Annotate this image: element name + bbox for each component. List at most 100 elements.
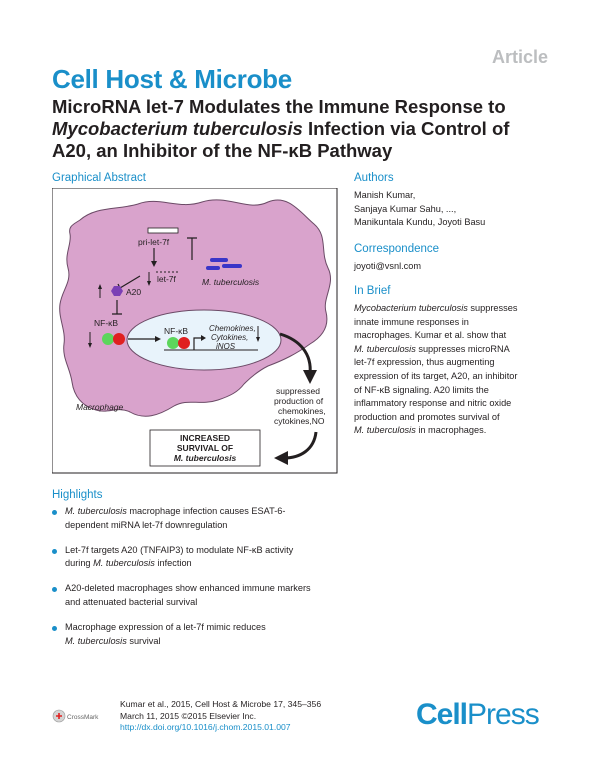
bullet-icon — [52, 587, 57, 593]
nfkb-nuc-green — [167, 337, 179, 349]
crossmark-logo[interactable]: CrossMark — [52, 709, 108, 723]
survival-line-2: SURVIVAL OF — [177, 443, 233, 453]
highlight-text: and attenuated bacterial survival — [65, 596, 198, 607]
article-type-tag: Article — [491, 47, 548, 67]
highlights-heading: Highlights — [52, 489, 103, 501]
title-line-2-rest: Infection via Control of — [302, 118, 510, 139]
correspondence-heading: Correspondence — [354, 243, 440, 255]
inos-label: iNOS — [216, 342, 236, 351]
brief-text: of NF-κB signaling. A20 limits the — [354, 384, 489, 395]
brief-text: in macrophages. — [415, 425, 487, 436]
mtb-bacillus-2 — [222, 264, 242, 268]
highlight-text: Macrophage expression of a let-7f mimic … — [65, 622, 266, 633]
brief-text: production and promotes survival of — [354, 411, 500, 422]
bullet-icon — [52, 548, 57, 554]
brief-text: suppresses microRNA — [415, 343, 510, 354]
highlight-item: Let-7f targets A20 (TNFAIP3) to modulate… — [52, 544, 342, 571]
highlight-species: M. tuberculosis — [65, 635, 127, 646]
article-title: MicroRNA let-7 Modulates the Immune Resp… — [52, 96, 572, 162]
nucleus — [126, 309, 282, 371]
a20-label: A20 — [126, 287, 141, 297]
survival-line-1: INCREASED — [180, 433, 230, 443]
brief-species: Mycobacterium tuberculosis — [354, 303, 468, 313]
mtb-label: M. tuberculosis — [202, 277, 260, 287]
title-line-3: A20, an Inhibitor of the NF-κB Pathway — [52, 140, 393, 161]
inhibition-a20-to-nfkb — [112, 300, 122, 315]
nfkb-cyto-label: NF-κB — [94, 318, 118, 328]
in-brief-line: of NF-κB signaling. A20 limits the — [354, 384, 566, 398]
in-brief-line: Mycobacterium tuberculosis suppresses — [354, 302, 566, 316]
title-species: Mycobacterium tuberculosis — [52, 118, 303, 139]
chemokines-label: Chemokines, — [209, 324, 256, 333]
brief-species: M. tuberculosis — [354, 343, 416, 354]
highlight-text: A20-deleted macrophages show enhanced im… — [65, 583, 311, 594]
macrophage-label: Macrophage — [76, 402, 124, 412]
author-line-3: Manikuntala Kundu, Joyoti Basu — [354, 217, 486, 228]
in-brief-line: let-7f expression, thus augmenting — [354, 356, 566, 370]
citation-footer: Kumar et al., 2015, Cell Host & Microbe … — [120, 699, 321, 734]
cytokines-label: Cytokines, — [211, 333, 248, 342]
author-line-2: Sanjaya Kumar Sahu, ..., — [354, 203, 457, 214]
arrow-to-suppressed — [279, 332, 312, 375]
survival-box — [149, 429, 261, 467]
doi-link[interactable]: http://dx.doi.org/10.1016/j.chom.2015.01… — [120, 722, 291, 732]
brief-text: innate immune responses in — [354, 316, 469, 327]
highlight-species: M. tuberculosis — [93, 558, 155, 569]
brief-text: macrophages. Kumar et al. show that — [354, 330, 507, 341]
cellpress-press: Press — [467, 698, 540, 731]
let7f-label: let-7f — [157, 274, 177, 284]
highlight-text: during — [65, 558, 94, 569]
highlights-list: M. tuberculosis macrophage infection cau… — [52, 505, 342, 660]
suppressed-line-1: suppressed — [276, 386, 320, 396]
title-line-1: MicroRNA let-7 Modulates the Immune Resp… — [52, 96, 506, 117]
in-brief-line: M. tuberculosis in macrophages. — [354, 424, 566, 438]
in-brief-line: inflammatory response and nitric oxide — [354, 397, 566, 411]
bullet-icon — [52, 510, 57, 515]
brief-text: let-7f expression, thus augmenting — [354, 357, 495, 368]
brief-species: M. tuberculosis — [354, 425, 416, 436]
highlight-text: survival — [126, 635, 161, 646]
author-line-1: Manish Kumar, — [354, 190, 416, 200]
suppressed-line-3: chemokines, — [278, 406, 326, 416]
correspondence-email[interactable]: joyoti@vsnl.com — [354, 261, 422, 271]
brief-text: suppresses — [467, 303, 518, 313]
in-brief-line: M. tuberculosis suppresses microRNA — [354, 343, 566, 357]
highlight-item: Macrophage expression of a let-7f mimic … — [52, 621, 342, 648]
pri-let7f-label: pri-let-7f — [138, 237, 170, 247]
graphical-abstract-heading: Graphical Abstract — [52, 172, 146, 184]
in-brief-line: expression of its target, A20, an inhibi… — [354, 370, 566, 384]
inhibition-mtb-to-pri — [187, 237, 197, 260]
highlight-item: A20-deleted macrophages show enhanced im… — [52, 582, 342, 609]
highlight-text: Let-7f targets A20 (TNFAIP3) to modulate… — [65, 544, 294, 555]
in-brief-line: production and promotes survival of — [354, 411, 566, 425]
in-brief-line: innate immune responses in — [354, 316, 566, 330]
survival-line-3: M. tuberculosis — [174, 453, 237, 463]
brief-text: inflammatory response and nitric oxide — [354, 398, 512, 409]
highlight-text: dependent miRNA let-7f downregulation — [65, 519, 228, 530]
highlight-item: M. tuberculosis macrophage infection cau… — [52, 505, 342, 532]
highlight-text: macrophage infection causes ESAT-6- — [126, 506, 286, 516]
suppressed-line-4: cytokines,NO — [274, 416, 325, 426]
brief-text: expression of its target, A20, an inhibi… — [354, 370, 518, 381]
title-line-2: Mycobacterium tuberculosis Infection via… — [52, 118, 572, 140]
highlight-species: M. tuberculosis — [65, 506, 127, 516]
nfkb-nuc-red — [178, 337, 190, 349]
crossmark-label: CrossMark — [67, 714, 99, 721]
nfkb-cyto-green — [102, 333, 114, 345]
highlight-text: infection — [154, 558, 192, 569]
mtb-bacillus-1 — [210, 258, 228, 262]
authors-list: Manish Kumar, Sanjaya Kumar Sahu, ..., M… — [354, 189, 564, 230]
citation-line: Kumar et al., 2015, Cell Host & Microbe … — [120, 699, 322, 709]
date-line: March 11, 2015 ©2015 Elsevier Inc. — [120, 710, 257, 721]
graphical-abstract-figure: pri-let-7f let-7f M. tuberculosis A20 NF… — [52, 188, 338, 474]
suppressed-line-2: production of — [274, 396, 324, 406]
cellpress-logo: CellPress — [416, 698, 540, 732]
in-brief-heading: In Brief — [354, 285, 391, 297]
bullet-icon — [52, 626, 57, 632]
journal-name: Cell Host & Microbe — [52, 64, 292, 94]
nfkb-cyto-red — [113, 333, 125, 345]
mtb-bacillus-3 — [206, 266, 220, 270]
pri-let7f-hairpin — [147, 227, 179, 234]
authors-heading: Authors — [354, 172, 394, 184]
nfkb-nuc-label: NF-κB — [164, 326, 188, 336]
